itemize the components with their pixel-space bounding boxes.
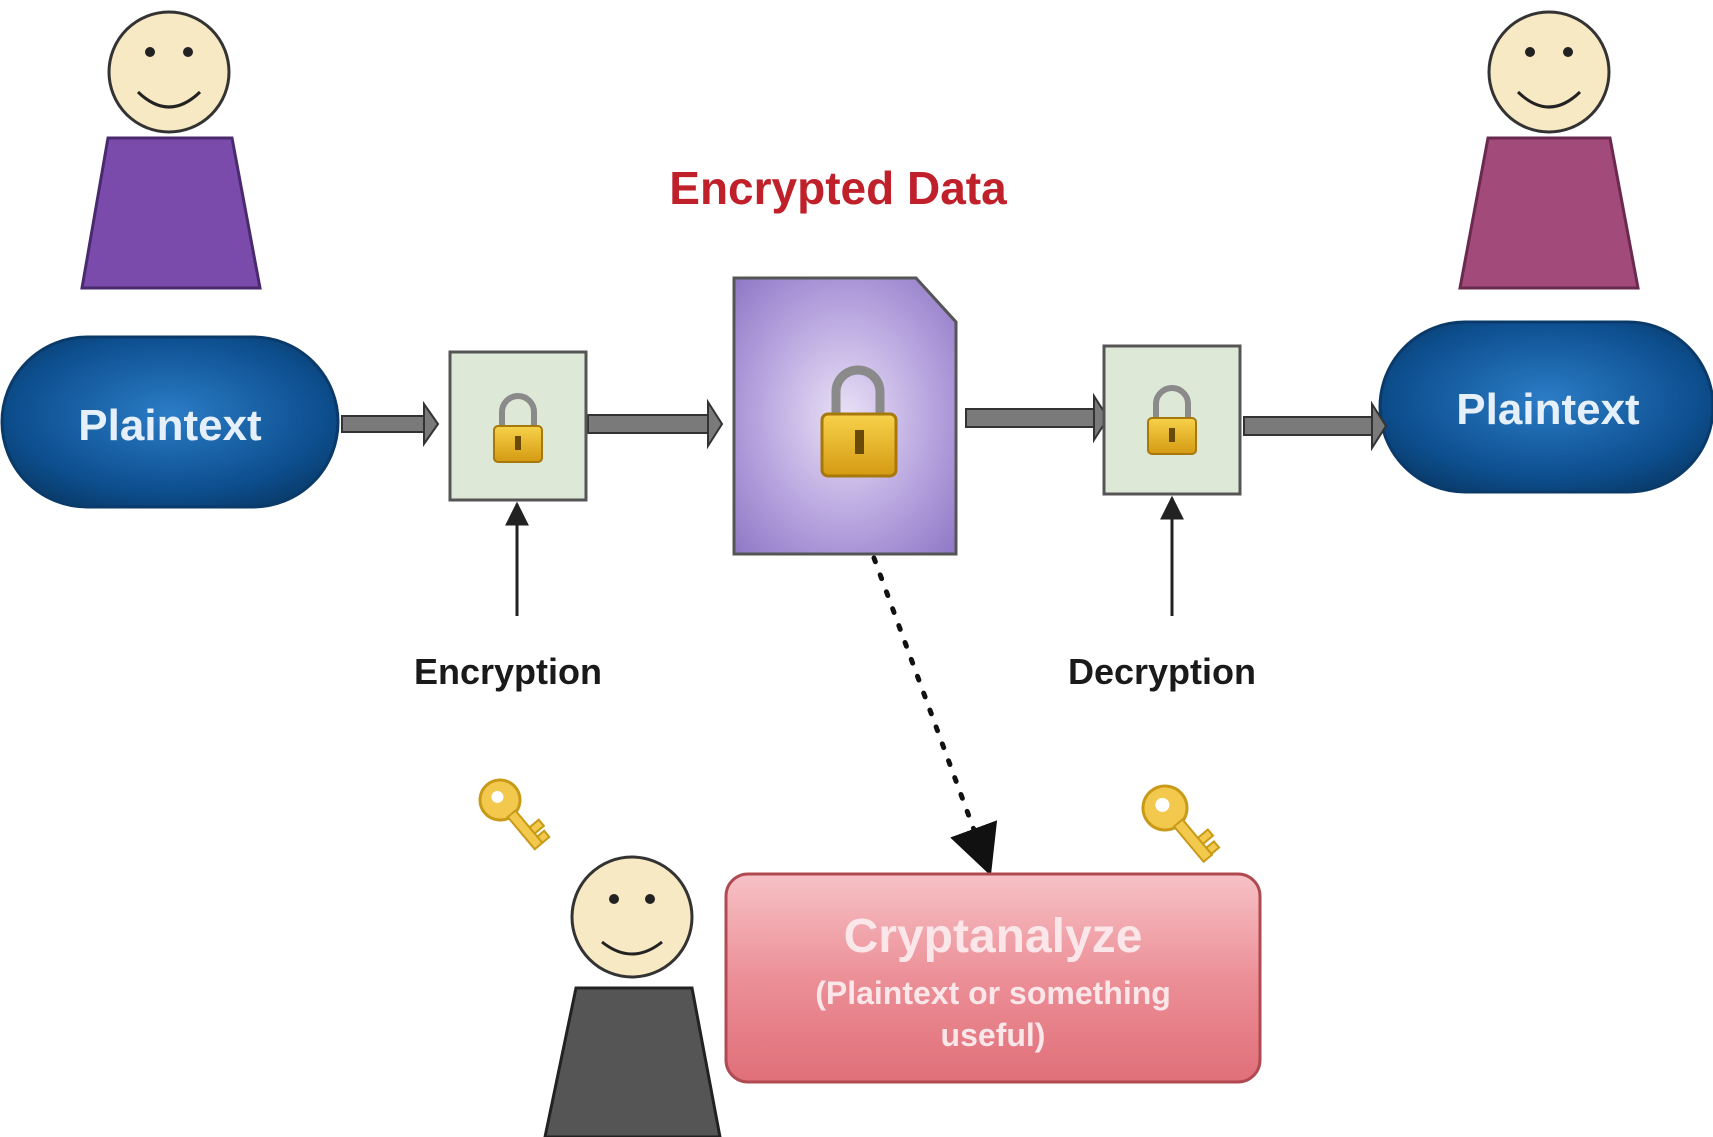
encrypted-data-title: Encrypted Data [669,162,1007,214]
receiver-face [1487,10,1611,134]
sender-body [80,136,262,290]
padlock-icon [493,393,543,463]
receiver-plaintext-node: Plaintext [1378,320,1713,494]
sender-face [107,10,231,134]
sender-plaintext-node: Plaintext [0,335,340,509]
decryption-label: Decryption [1068,651,1256,692]
cryptanalyze-line2: useful) [941,1017,1046,1053]
receiver-person [1458,10,1640,290]
key-icon [1141,784,1221,864]
cryptanalyze-box: Cryptanalyze (Plaintext or something use… [724,872,1262,1084]
encryption-label: Encryption [414,651,602,692]
encrypted-data-document [732,276,958,556]
padlock-icon [820,365,898,478]
key-icon [478,778,551,851]
sender-plaintext-label: Plaintext [78,401,262,450]
attacker-person [543,855,722,1137]
decryption-box [1102,344,1242,496]
receiver-body [1458,136,1640,290]
flow-arrow-plaintext-to-encryption [341,400,440,448]
attacker-face [570,855,694,979]
encryption-box [448,350,588,502]
receiver-plaintext-label: Plaintext [1456,385,1640,434]
flow-arrow-encryption-to-data [587,398,724,450]
cryptanalyze-line1: (Plaintext or something [815,975,1171,1011]
flow-arrow-data-to-decryption [965,392,1110,444]
sender-person [80,10,262,290]
cryptanalyze-title: Cryptanalyze [844,910,1143,963]
flow-arrow-decryption-to-plaintext [1243,400,1388,452]
interception-dotted-arrow [871,555,998,876]
padlock-icon [1147,385,1197,455]
attacker-body [543,986,722,1137]
